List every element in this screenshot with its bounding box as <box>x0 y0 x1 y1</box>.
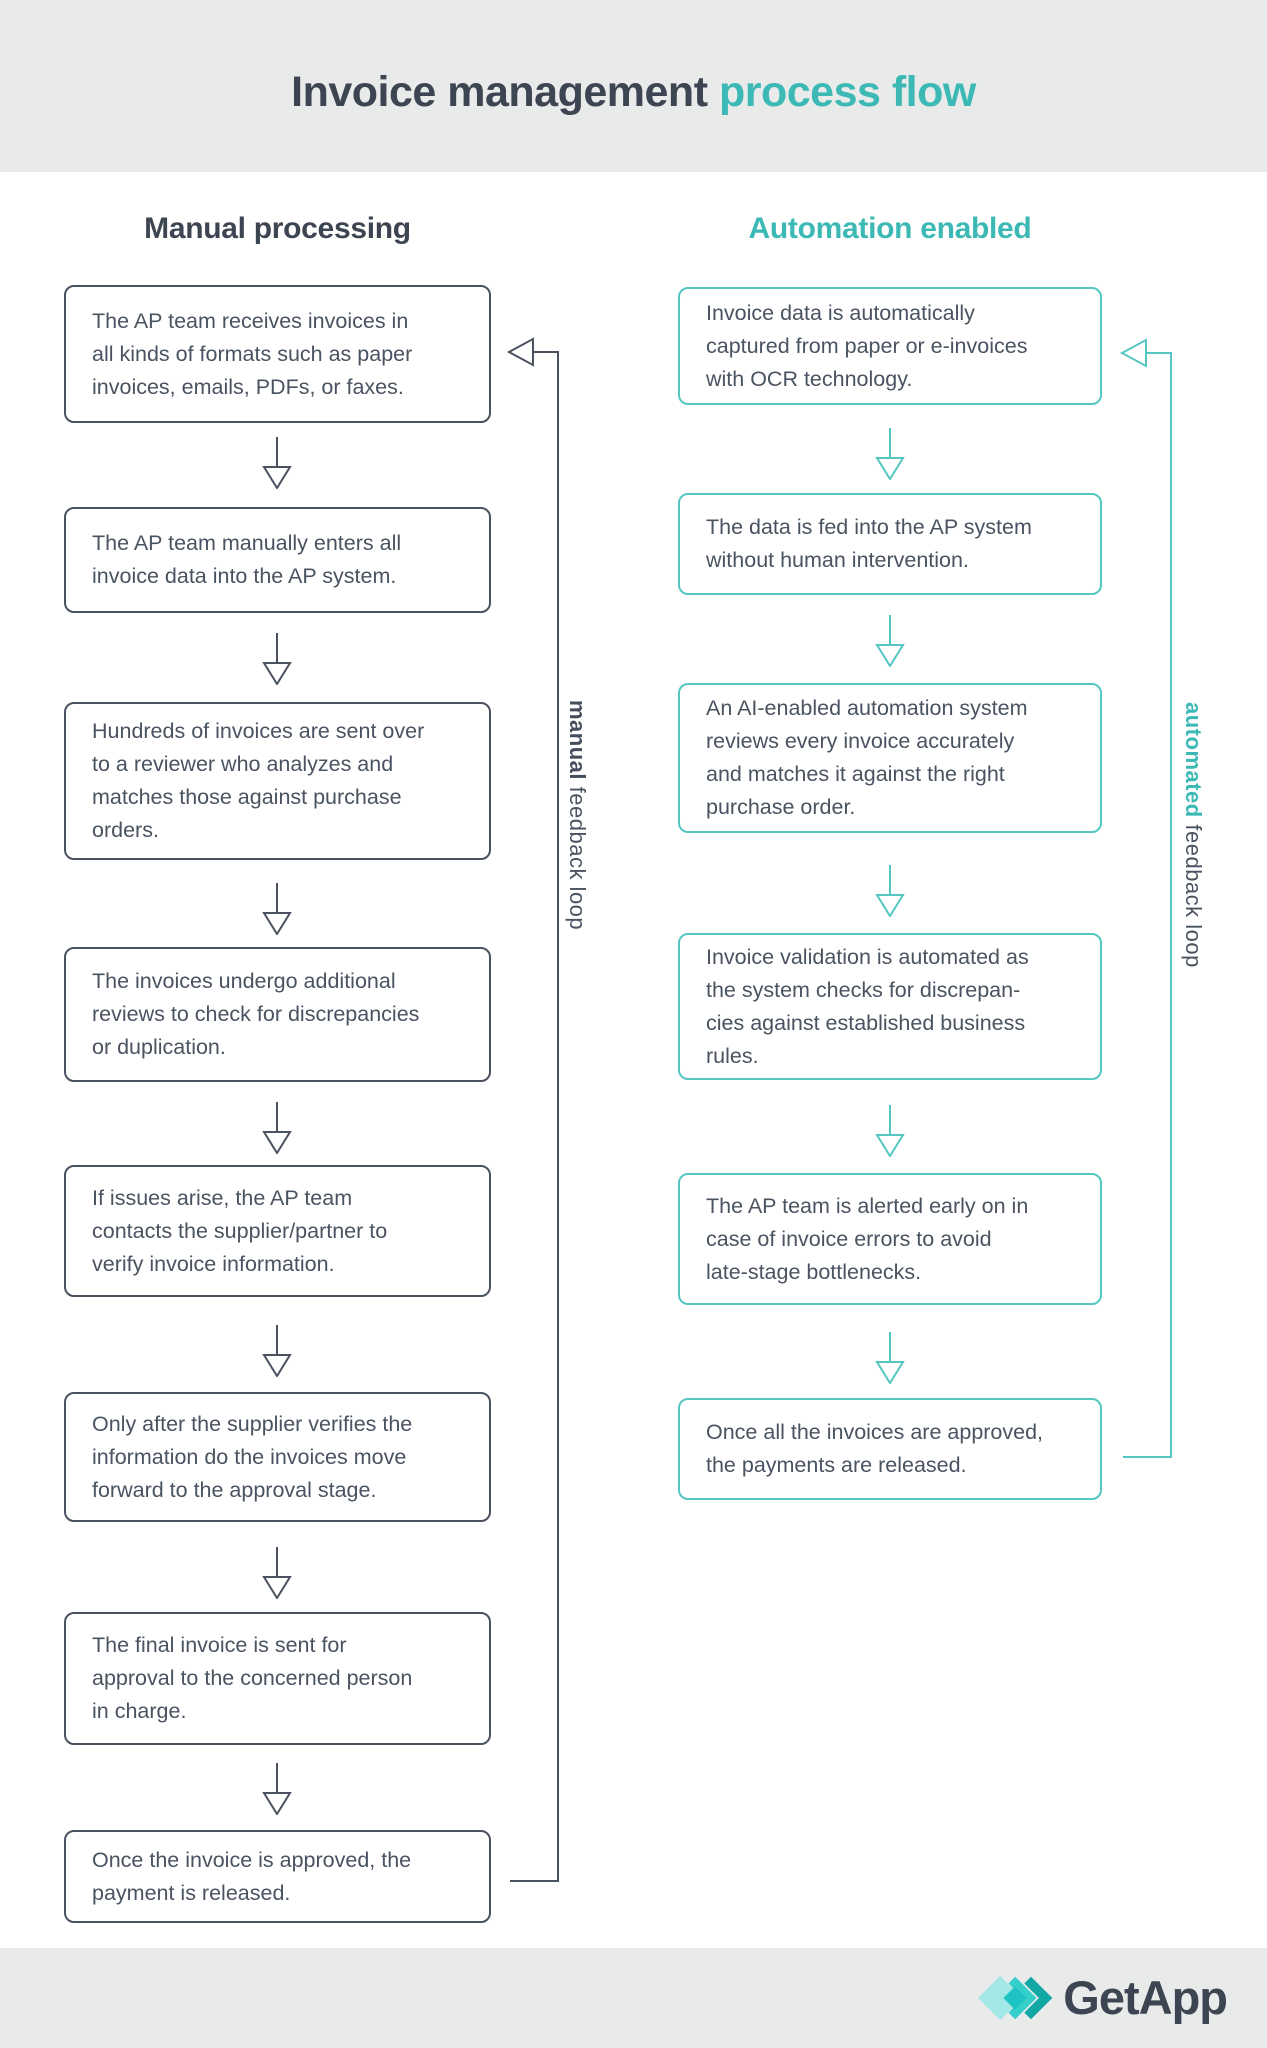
down-arrow-icon <box>262 883 292 935</box>
automated-loop-label-bold: automated <box>1181 702 1206 818</box>
down-arrow-icon <box>262 1325 292 1377</box>
down-arrow-icon <box>875 1332 905 1384</box>
automated-loop-label-rest: feedback loop <box>1181 824 1206 968</box>
automated-step-text-3: An AI-enabled automation system reviews … <box>706 696 1028 819</box>
getapp-logo: GetApp <box>977 1968 1228 2028</box>
automated-step-box-4: Invoice validation is automated as the s… <box>678 933 1102 1080</box>
manual-loop-label-rest: feedback loop <box>565 786 590 931</box>
manual-loop-label-bold: manual <box>565 700 590 781</box>
manual-step-box-8: Once the invoice is approved, the paymen… <box>64 1830 491 1923</box>
footer-band <box>0 1948 1267 2048</box>
automated-step-text-2: The data is fed into the AP system witho… <box>706 515 1032 572</box>
manual-step-box-4: The invoices undergo additional reviews … <box>64 947 491 1082</box>
automated-step-text-6: Once all the invoices are approved, the … <box>706 1420 1044 1477</box>
manual-step-box-5: If issues arise, the AP team contacts th… <box>64 1165 491 1297</box>
automated-column-heading: Automation enabled <box>748 212 1032 245</box>
down-arrow-icon <box>262 1547 292 1599</box>
automated-step-box-2: The data is fed into the AP system witho… <box>678 493 1102 595</box>
page-title-accent: process flow <box>718 68 976 116</box>
getapp-logo-mark-icon <box>978 1975 1053 2021</box>
manual-step-box-7: The final invoice is sent for approval t… <box>64 1612 491 1745</box>
down-arrow-icon <box>875 1105 905 1157</box>
automated-feedback-loop-label: automated feedback loop <box>1180 702 1206 968</box>
manual-step-box-3: Hundreds of invoices are sent over to a … <box>64 702 491 860</box>
page-title-dark: Invoice management <box>291 68 708 116</box>
header-band <box>0 0 1267 172</box>
down-arrow-icon <box>262 437 292 489</box>
manual-loop-arrowhead-icon <box>506 337 534 367</box>
down-arrow-icon <box>875 865 905 917</box>
automated-step-box-1: Invoice data is automatically captured f… <box>678 287 1102 405</box>
getapp-logo-text: GetApp <box>1063 1971 1228 2024</box>
automated-loop-line <box>1123 352 1172 1458</box>
manual-step-text-7: The final invoice is sent for approval t… <box>92 1633 413 1723</box>
manual-loop-line <box>510 351 559 1882</box>
manual-step-box-6: Only after the supplier verifies the inf… <box>64 1392 491 1522</box>
manual-step-text-6: Only after the supplier verifies the inf… <box>92 1411 413 1502</box>
manual-step-text-4: The invoices undergo additional reviews … <box>92 969 420 1059</box>
down-arrow-icon <box>262 1102 292 1154</box>
automated-step-text-5: The AP team is alerted early on in case … <box>706 1193 1029 1284</box>
down-arrow-icon <box>875 615 905 667</box>
manual-column-heading: Manual processing <box>144 212 411 245</box>
manual-feedback-loop-label: manual feedback loop <box>564 700 590 930</box>
manual-step-text-2: The AP team manually enters all invoice … <box>92 531 402 588</box>
manual-step-text-1: The AP team receives invoices in all kin… <box>92 308 413 399</box>
automated-step-box-3: An AI-enabled automation system reviews … <box>678 683 1102 833</box>
down-arrow-icon <box>875 428 905 480</box>
automated-step-box-5: The AP team is alerted early on in case … <box>678 1173 1102 1305</box>
manual-step-text-3: Hundreds of invoices are sent over to a … <box>92 719 425 842</box>
manual-step-box-2: The AP team manually enters all invoice … <box>64 507 491 613</box>
automated-step-text-1: Invoice data is automatically captured f… <box>706 300 1028 391</box>
manual-step-text-5: If issues arise, the AP team contacts th… <box>92 1185 388 1276</box>
page-title: Invoice management process flow <box>0 68 1267 117</box>
down-arrow-icon <box>262 1763 292 1815</box>
automated-step-text-4: Invoice validation is automated as the s… <box>706 944 1029 1068</box>
automated-loop-arrowhead-icon <box>1119 338 1147 368</box>
automated-step-box-6: Once all the invoices are approved, the … <box>678 1398 1102 1500</box>
down-arrow-icon <box>262 633 292 685</box>
manual-step-box-1: The AP team receives invoices in all kin… <box>64 285 491 423</box>
manual-step-text-8: Once the invoice is approved, the paymen… <box>92 1847 412 1905</box>
